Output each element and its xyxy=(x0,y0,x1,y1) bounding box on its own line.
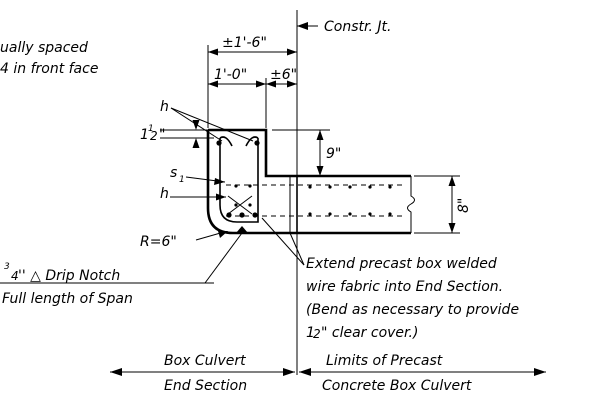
bar-dot xyxy=(348,212,352,216)
clear-frac-den: 2 xyxy=(150,129,158,143)
hook-left xyxy=(219,136,233,147)
extend-line3: (Bend as necessary to provide xyxy=(306,302,519,318)
concrete-box-label: Concrete Box Culvert xyxy=(322,378,472,394)
bar-dot xyxy=(328,212,332,216)
s1-label: s xyxy=(170,165,177,181)
extend-line4-a: 1 xyxy=(306,325,315,341)
arrowhead xyxy=(448,223,456,233)
bar-dot xyxy=(308,212,312,216)
arrowhead xyxy=(534,368,546,376)
arrowhead xyxy=(448,176,456,186)
drip-den: 4 xyxy=(11,269,19,283)
arrowhead xyxy=(316,130,324,140)
arrowhead xyxy=(266,80,276,88)
h-top-label: h xyxy=(160,99,169,115)
bar-dot xyxy=(368,212,372,216)
arrowhead xyxy=(287,48,297,56)
h-leader xyxy=(170,107,254,142)
dimensions xyxy=(0,10,546,376)
bar-dot xyxy=(348,185,352,189)
annotations: ually spaced 4 in front face Constr. Jt.… xyxy=(0,19,519,394)
hook-right xyxy=(245,136,259,147)
bar-dot xyxy=(216,140,222,146)
arrowhead xyxy=(192,138,200,148)
drip-text: '' △ Drip Notch xyxy=(18,268,120,284)
bar-dot xyxy=(368,185,372,189)
end-section-label: End Section xyxy=(164,378,247,394)
note-spacing-line1: ually spaced xyxy=(0,40,88,56)
constr-jt-label: Constr. Jt. xyxy=(324,19,391,35)
bar-dot xyxy=(234,203,238,207)
clear-frac-num: 1 xyxy=(148,124,154,134)
extend-line4-b: " clear cover.) xyxy=(321,325,418,341)
tie-x xyxy=(227,195,253,215)
arrowhead xyxy=(110,368,122,376)
arrowhead xyxy=(192,120,200,130)
arrowhead xyxy=(256,80,266,88)
limits-precast-label: Limits of Precast xyxy=(326,353,443,369)
bar-dot xyxy=(388,185,392,189)
clear-label: 1 xyxy=(140,127,149,143)
arrowhead xyxy=(214,178,225,185)
clear-inch: " xyxy=(159,127,165,143)
extend-line2: wire fabric into End Section. xyxy=(306,279,503,295)
extend-leader xyxy=(261,217,305,266)
bar-dot xyxy=(248,203,252,207)
drip-num: 3 xyxy=(4,262,10,272)
bar-dot xyxy=(234,184,238,188)
bar-dots xyxy=(216,140,392,218)
drip-notch xyxy=(236,226,248,233)
dim-1-6-label: ±1'-6" xyxy=(222,35,267,51)
bar-dot xyxy=(248,184,252,188)
arrowhead xyxy=(316,166,324,176)
bar-dot xyxy=(308,185,312,189)
break-line xyxy=(407,176,415,233)
concrete-outline xyxy=(206,128,415,235)
dim-8-label: 8" xyxy=(456,198,472,213)
arrowhead xyxy=(299,368,311,376)
extend-line4-frac: 2 xyxy=(313,327,321,341)
bar-dot xyxy=(254,140,260,146)
radius-label: R=6" xyxy=(140,234,177,250)
arrowhead xyxy=(208,80,218,88)
bar-dot xyxy=(239,212,245,218)
arrowhead xyxy=(218,231,228,238)
arrowhead xyxy=(297,22,308,30)
bent-reinforcing-bar xyxy=(219,138,259,223)
note-spacing-line2: 4 in front face xyxy=(0,61,98,77)
reinforcement xyxy=(219,136,404,233)
h-mid-label: h xyxy=(160,186,169,202)
end-section-outline xyxy=(206,128,411,235)
arrowhead xyxy=(283,368,295,376)
extend-line1: Extend precast box welded xyxy=(306,256,497,272)
dim-1-0-label: 1'-0" xyxy=(214,67,247,83)
bar-dot xyxy=(388,212,392,216)
span-text: Full length of Span xyxy=(2,291,133,307)
arrowhead xyxy=(208,48,218,56)
box-culvert-label: Box Culvert xyxy=(164,353,246,369)
bar-dot xyxy=(252,212,258,218)
arrowhead xyxy=(216,193,226,201)
s1-sub-label: 1 xyxy=(179,175,185,185)
drip-leader xyxy=(204,232,243,284)
h-leader xyxy=(170,107,223,142)
arrowhead xyxy=(287,80,297,88)
dim-9-label: 9" xyxy=(326,146,341,162)
extend-leader xyxy=(289,232,305,266)
bar-dot xyxy=(328,185,332,189)
dim-6-label: ±6" xyxy=(270,67,297,83)
bar-dot xyxy=(226,212,232,218)
